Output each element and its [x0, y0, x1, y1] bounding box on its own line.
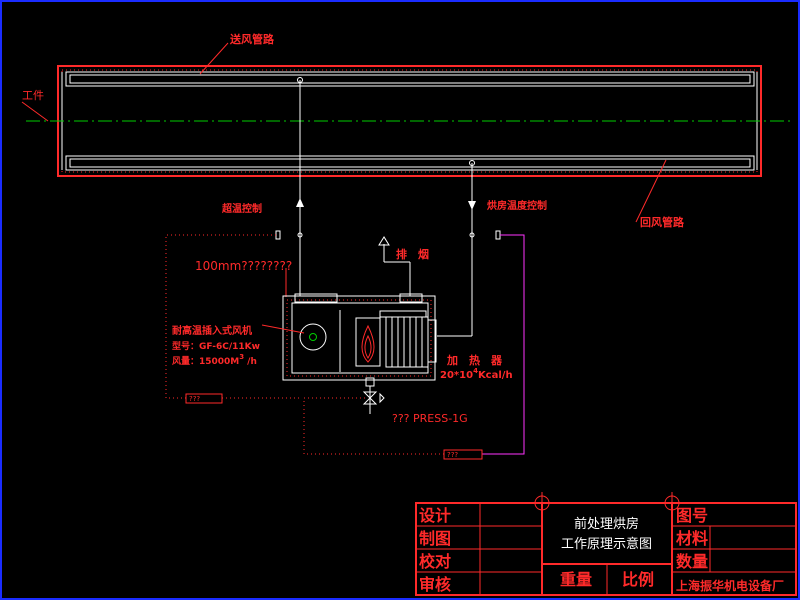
tb-review: 审核: [419, 575, 451, 594]
tb-scale: 比例: [622, 570, 654, 589]
fan-icon: [261, 323, 327, 351]
tb-material: 材料: [676, 529, 708, 548]
heater-name-label: 加 热 器: [446, 353, 503, 367]
return-duct-label: 回风管路: [640, 215, 685, 229]
tb-drafting: 制图: [419, 529, 451, 548]
workpiece-label: 工件: [22, 89, 44, 102]
oven-temp-label: 烘房温度控制: [487, 199, 547, 212]
tb-title-line2: 工作原理示意图: [561, 536, 652, 552]
fan-name-label: 耐高温插入式风机: [172, 324, 252, 337]
sensor-length-label: 100mm????????: [195, 259, 292, 273]
fan-model-label: 型号：GF-6C/11Kw: [172, 340, 260, 352]
control-tag-bottom: [443, 449, 483, 460]
tb-weight: 重量: [560, 570, 592, 589]
oven-temp-sensor: [495, 230, 501, 240]
heater-unit: [282, 293, 437, 381]
flame-icon: [361, 324, 375, 363]
exhaust-label: 排 烟: [396, 247, 429, 261]
tb-company: 上海振华机电设备厂: [676, 578, 784, 593]
flow-arrow-down: [468, 201, 476, 210]
fan-airflow-unit: /h: [247, 357, 257, 367]
control-lines: [299, 80, 473, 337]
heater-capacity-unit: Kcal/h: [478, 370, 513, 381]
burner-control-label: ??? PRESS-1G: [392, 412, 468, 425]
exhaust-arrow: [378, 236, 390, 246]
tb-design: 设计: [419, 506, 451, 525]
control-tag-left-text: ???: [189, 395, 200, 403]
over-temp-sensor: [275, 230, 281, 240]
control-tag-left: [185, 393, 223, 404]
control-tag-bottom-text: ???: [447, 451, 458, 459]
over-temp-label: 超温控制: [221, 202, 262, 215]
heater-capacity-label: 20*104Kcal/h: [440, 367, 513, 381]
flow-arrow-up: [296, 198, 304, 207]
heater-capacity-exponent: 4: [473, 367, 478, 375]
burner-valve: [362, 377, 385, 414]
fan-airflow-exponent: 3: [239, 353, 244, 361]
tb-quantity: 数量: [676, 552, 708, 571]
fan-airflow-label: 风量：15000M3/h: [172, 353, 257, 367]
tb-check: 校对: [419, 552, 451, 571]
signal-wiring: [165, 234, 525, 455]
title-block: [415, 492, 797, 596]
tb-drawing-no: 图号: [676, 506, 708, 525]
tb-title-line1: 前处理烘房: [574, 516, 639, 532]
oven-duct: [57, 65, 762, 177]
supply-duct-label: 送风管路: [229, 32, 275, 46]
